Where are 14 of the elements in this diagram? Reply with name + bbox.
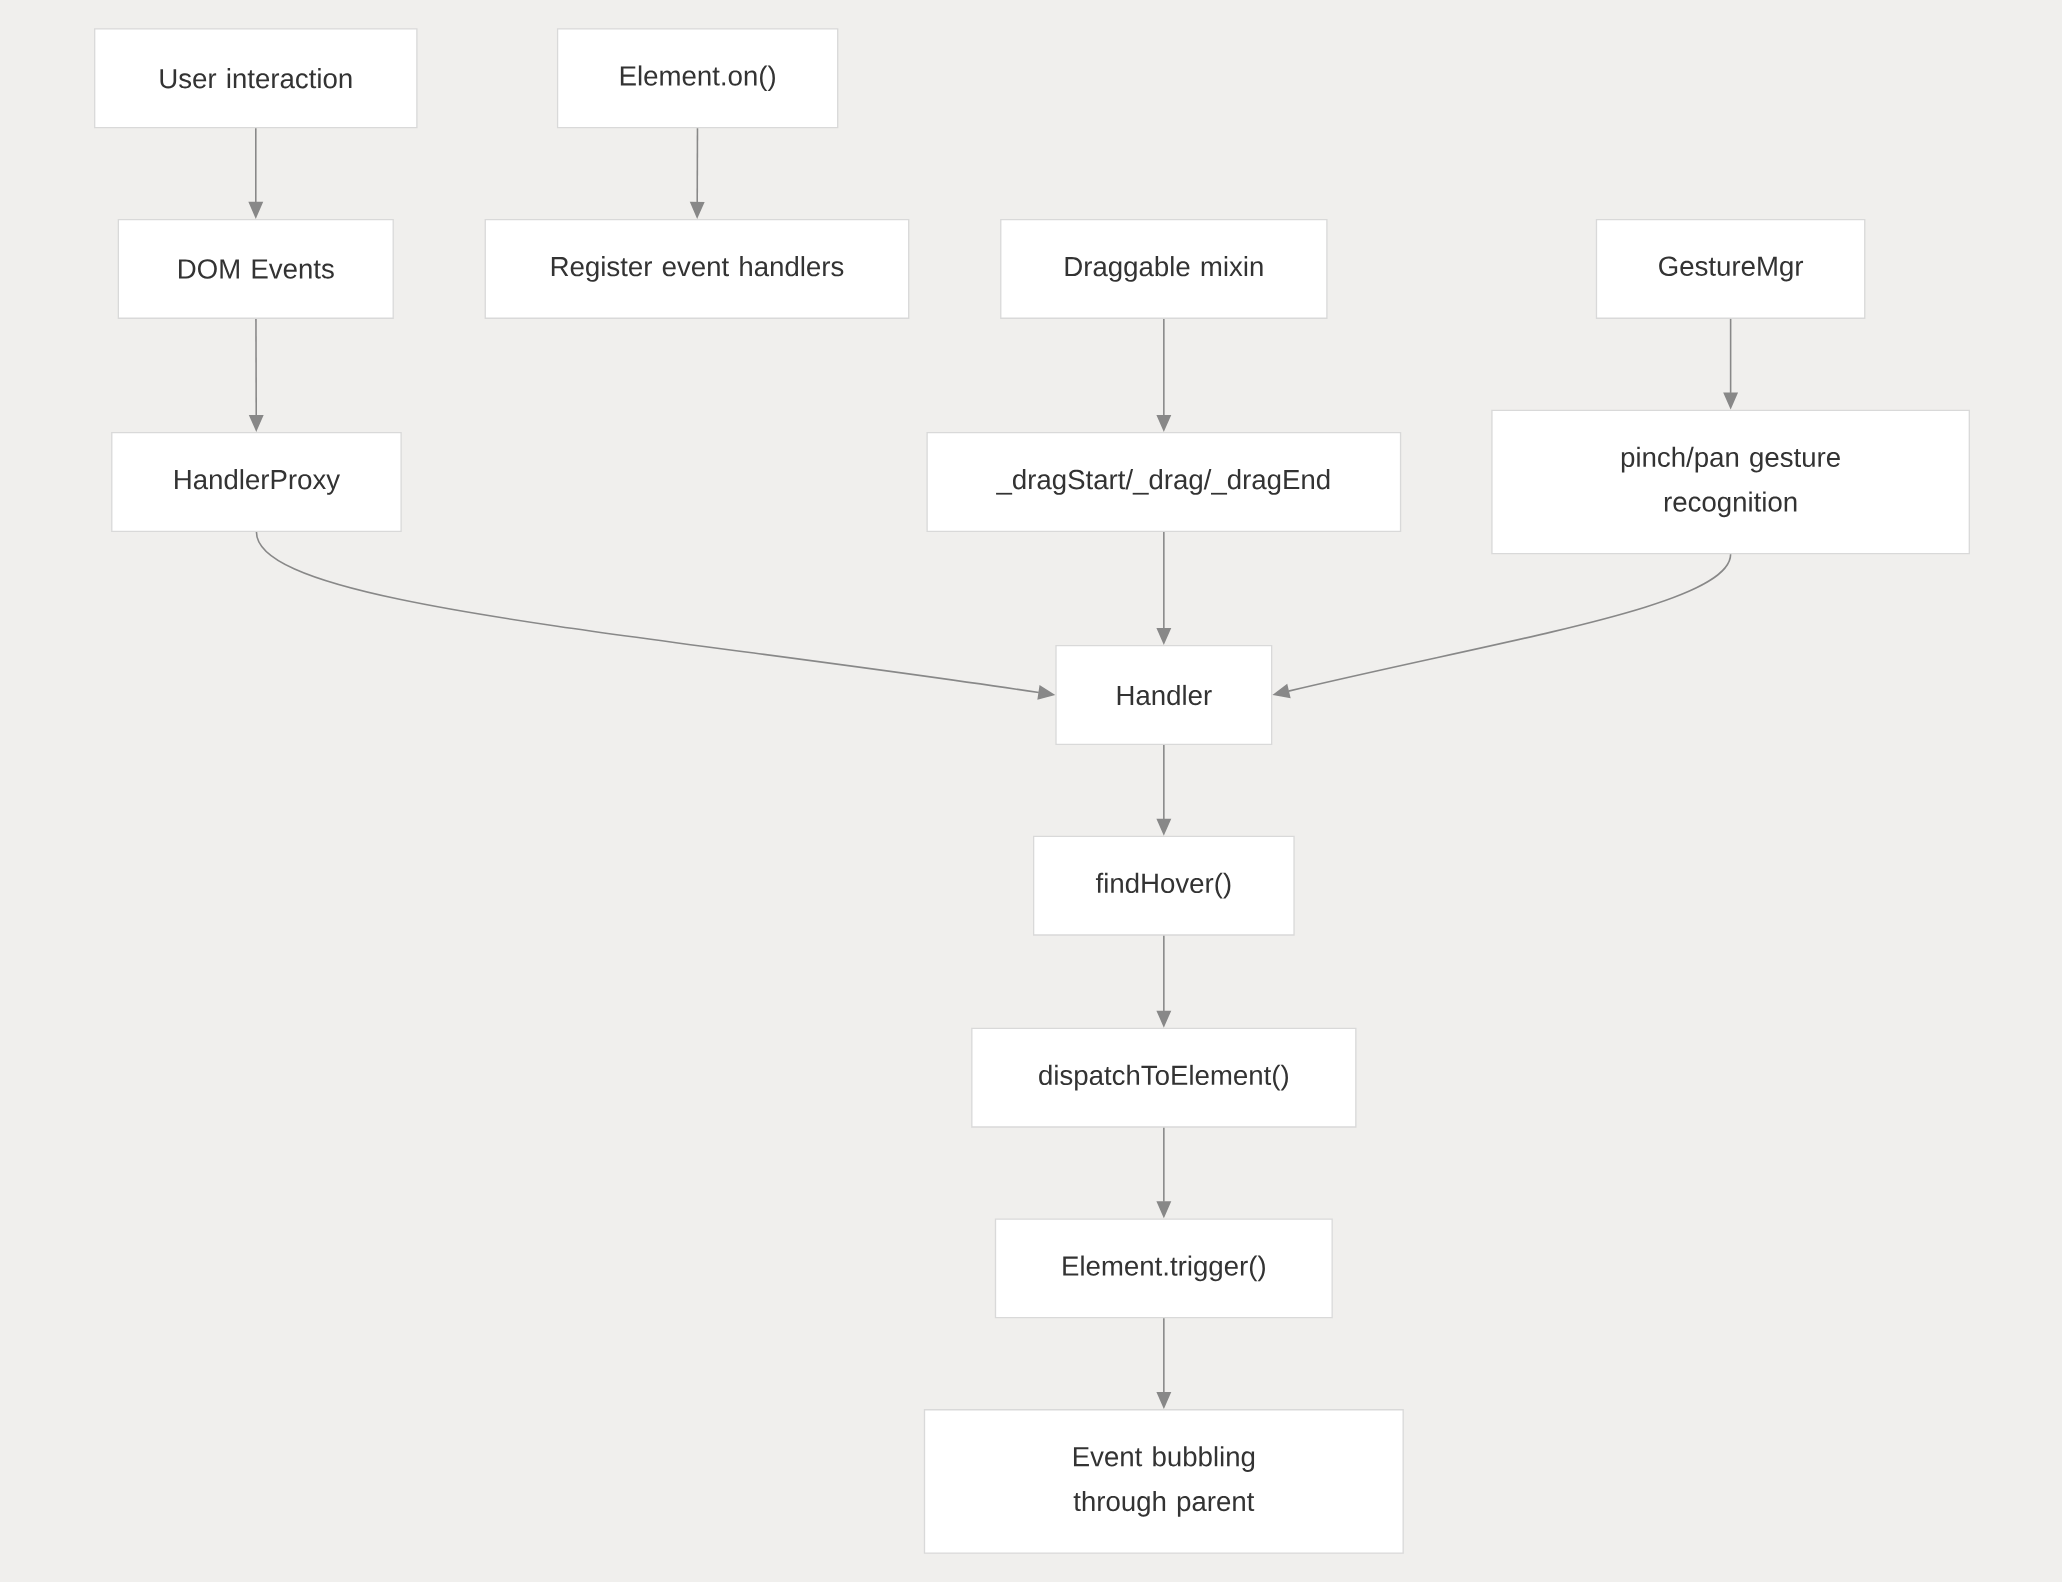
process-box: Element.on() [556,28,839,129]
process-box: pinch/pan gesture recognition [1491,409,1970,555]
process-box: Handler [1055,645,1273,745]
process-box: Draggable mixin [1000,218,1328,319]
process-box: _dragStart/_drag/_dragEnd [926,432,1402,532]
process-box: findHover() [1033,835,1295,936]
process-box: DOM Events [117,218,394,319]
process-box: Element.trigger() [994,1218,1333,1319]
process-box: GestureMgr [1595,218,1866,319]
process-box: dispatchToElement() [971,1027,1357,1128]
process-box: HandlerProxy [111,432,402,532]
process-box: Event bubbling through parent [923,1409,1404,1554]
process-box: User interaction [94,28,418,129]
process-box: Register event handlers [484,218,910,319]
